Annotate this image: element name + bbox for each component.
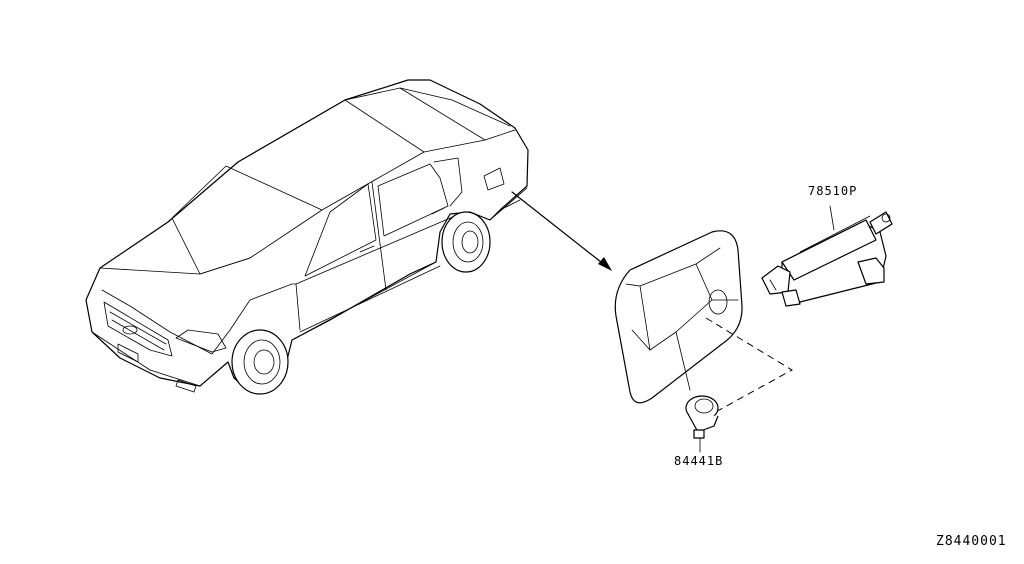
fuel-lid-on-car xyxy=(483,167,505,191)
lid-opener-actuator xyxy=(761,211,893,307)
part-label-actuator: 78510P xyxy=(808,184,858,198)
leader-lines xyxy=(699,205,835,453)
part-label-bushing: 84441B xyxy=(674,454,724,468)
assembly-dashed-lines xyxy=(705,317,794,415)
fuel-filler-lid xyxy=(614,230,743,404)
callout-arrow xyxy=(511,191,612,271)
figure-code: Z8440001 xyxy=(936,534,1007,549)
lid-bushing xyxy=(685,395,719,439)
sedan-car-illustration xyxy=(85,79,529,395)
